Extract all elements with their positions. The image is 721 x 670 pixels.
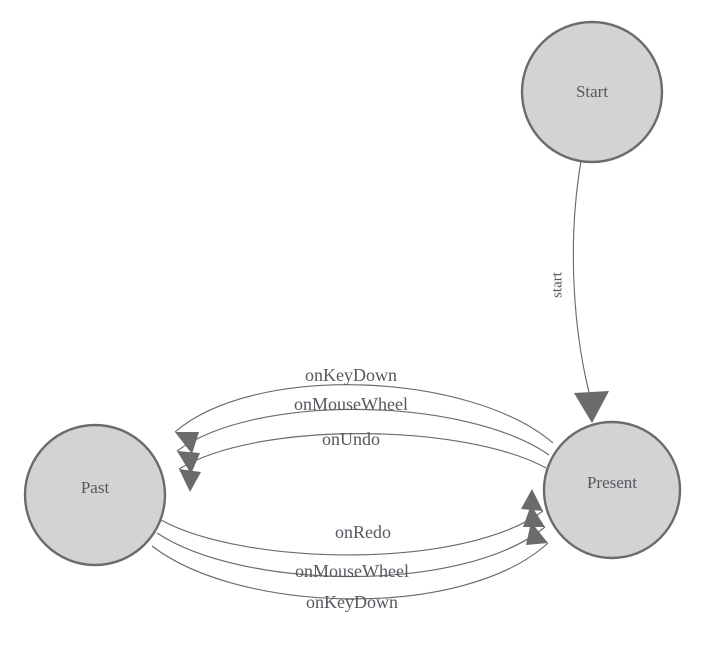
edge-path xyxy=(178,433,547,470)
edge-label: onRedo xyxy=(335,522,391,542)
arrowhead-icon xyxy=(521,489,543,511)
arrowhead-icon xyxy=(523,505,545,527)
node-past-shape xyxy=(23,423,167,567)
arrowhead-icon xyxy=(526,522,548,545)
node-start-label: Start xyxy=(576,82,608,101)
edge-path xyxy=(176,408,550,456)
node-start[interactable]: Start xyxy=(520,20,664,164)
arrowhead-icon xyxy=(175,432,199,454)
edge-path xyxy=(174,384,554,444)
edge-present-to-past-onundo[interactable]: onUndo xyxy=(178,429,547,492)
node-present-shape xyxy=(542,420,682,560)
edge-past-to-present-onkeydown[interactable]: onKeyDown xyxy=(151,522,549,612)
edge-present-to-past-onkeydown[interactable]: onKeyDown xyxy=(174,365,554,454)
node-past[interactable]: Past xyxy=(23,423,167,567)
edge-label: onMouseWheel xyxy=(294,394,408,414)
edge-past-to-present-onmousewheel[interactable]: onMouseWheel xyxy=(156,505,546,581)
edge-path xyxy=(160,510,544,556)
arrowhead-icon xyxy=(179,469,201,492)
edge-path xyxy=(151,542,549,600)
edge-label: onUndo xyxy=(322,429,380,449)
edge-start-to-present[interactable]: start xyxy=(549,160,609,423)
edge-label: start xyxy=(549,271,565,298)
edge-label: onKeyDown xyxy=(305,365,397,385)
edge-path xyxy=(572,160,592,401)
edge-present-to-past-onmousewheel[interactable]: onMouseWheel xyxy=(176,394,550,474)
edge-label: onKeyDown xyxy=(306,592,398,612)
node-present[interactable]: Present xyxy=(542,420,682,560)
node-present-label: Present xyxy=(587,473,637,492)
edge-path xyxy=(156,526,546,578)
edge-past-to-present-onredo[interactable]: onRedo xyxy=(160,489,544,556)
arrowhead-icon xyxy=(574,391,609,423)
node-start-shape xyxy=(520,20,664,164)
edge-label: onMouseWheel xyxy=(295,561,409,581)
node-past-label: Past xyxy=(81,478,110,497)
arrowhead-icon xyxy=(177,451,200,474)
